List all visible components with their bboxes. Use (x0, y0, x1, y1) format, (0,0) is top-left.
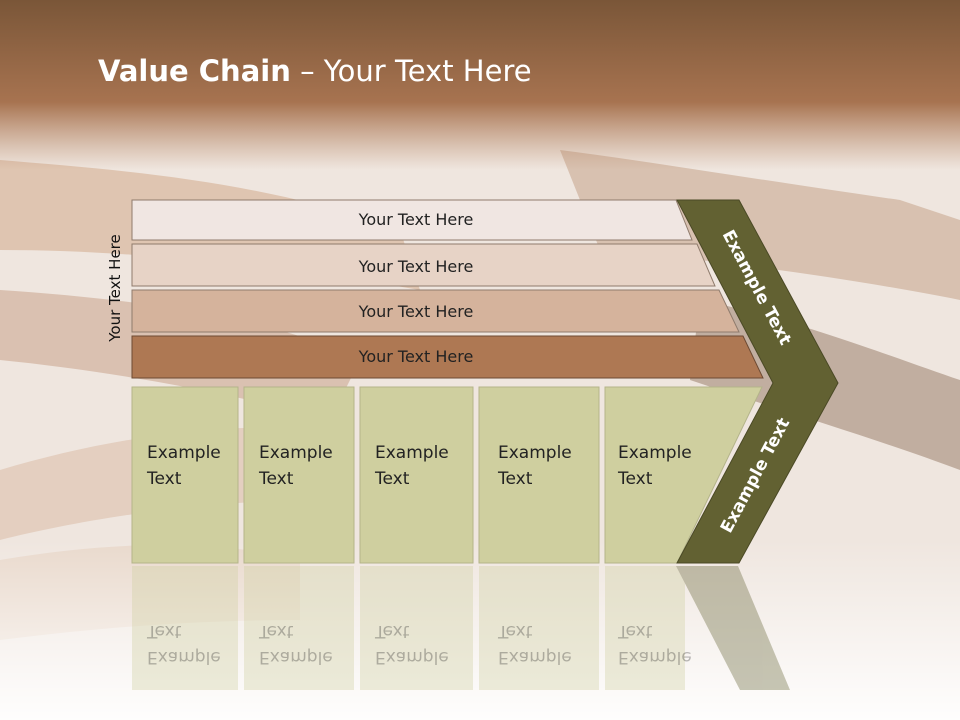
row-2-bar (131, 243, 716, 287)
svg-text:Text: Text (617, 621, 653, 641)
box-2-line1: Example (259, 443, 333, 463)
row-3-label: Your Text Here (358, 302, 474, 321)
box-3 (359, 386, 474, 564)
slide-title: Value Chain – Your Text Here (98, 54, 532, 94)
title-rest: – Your Text Here (290, 54, 532, 88)
svg-text:Text: Text (497, 621, 533, 641)
box-4 (478, 386, 600, 564)
row-1-bar (131, 199, 693, 241)
box-reflections (132, 566, 790, 690)
box-5-line1: Example (618, 443, 692, 463)
box-2-line2: Text (258, 469, 294, 489)
row-3-bar (131, 289, 740, 333)
row-2-label: Your Text Here (358, 257, 474, 276)
box-2 (243, 386, 355, 564)
title-bold: Value Chain (98, 54, 291, 88)
reflection-texts: Example Text Example Text Example Text E… (146, 621, 692, 667)
box-4-line2: Text (497, 469, 533, 489)
svg-text:Example: Example (618, 647, 692, 667)
svg-text:Text: Text (258, 621, 294, 641)
primary-activity-boxes: Example Text Example Text Example Text E… (131, 386, 763, 564)
svg-text:Example: Example (375, 647, 449, 667)
chevron-shape (676, 199, 839, 564)
box-1 (131, 386, 239, 564)
box-4-line1: Example (498, 443, 572, 463)
svg-text:Example: Example (259, 647, 333, 667)
box-5-line2: Text (617, 469, 653, 489)
svg-text:Text: Text (374, 621, 410, 641)
support-activity-rows: Your Text Here Your Text Here Your Text … (131, 199, 764, 379)
box-3-line2: Text (374, 469, 410, 489)
row-4-label: Your Text Here (358, 347, 474, 366)
row-4-bar (131, 335, 764, 379)
svg-text:Example: Example (498, 647, 572, 667)
svg-text:Text: Text (146, 621, 182, 641)
row-1-label: Your Text Here (358, 210, 474, 229)
box-1-line2: Text (146, 469, 182, 489)
box-3-line1: Example (375, 443, 449, 463)
box-1-line1: Example (147, 443, 221, 463)
svg-text:Example: Example (147, 647, 221, 667)
